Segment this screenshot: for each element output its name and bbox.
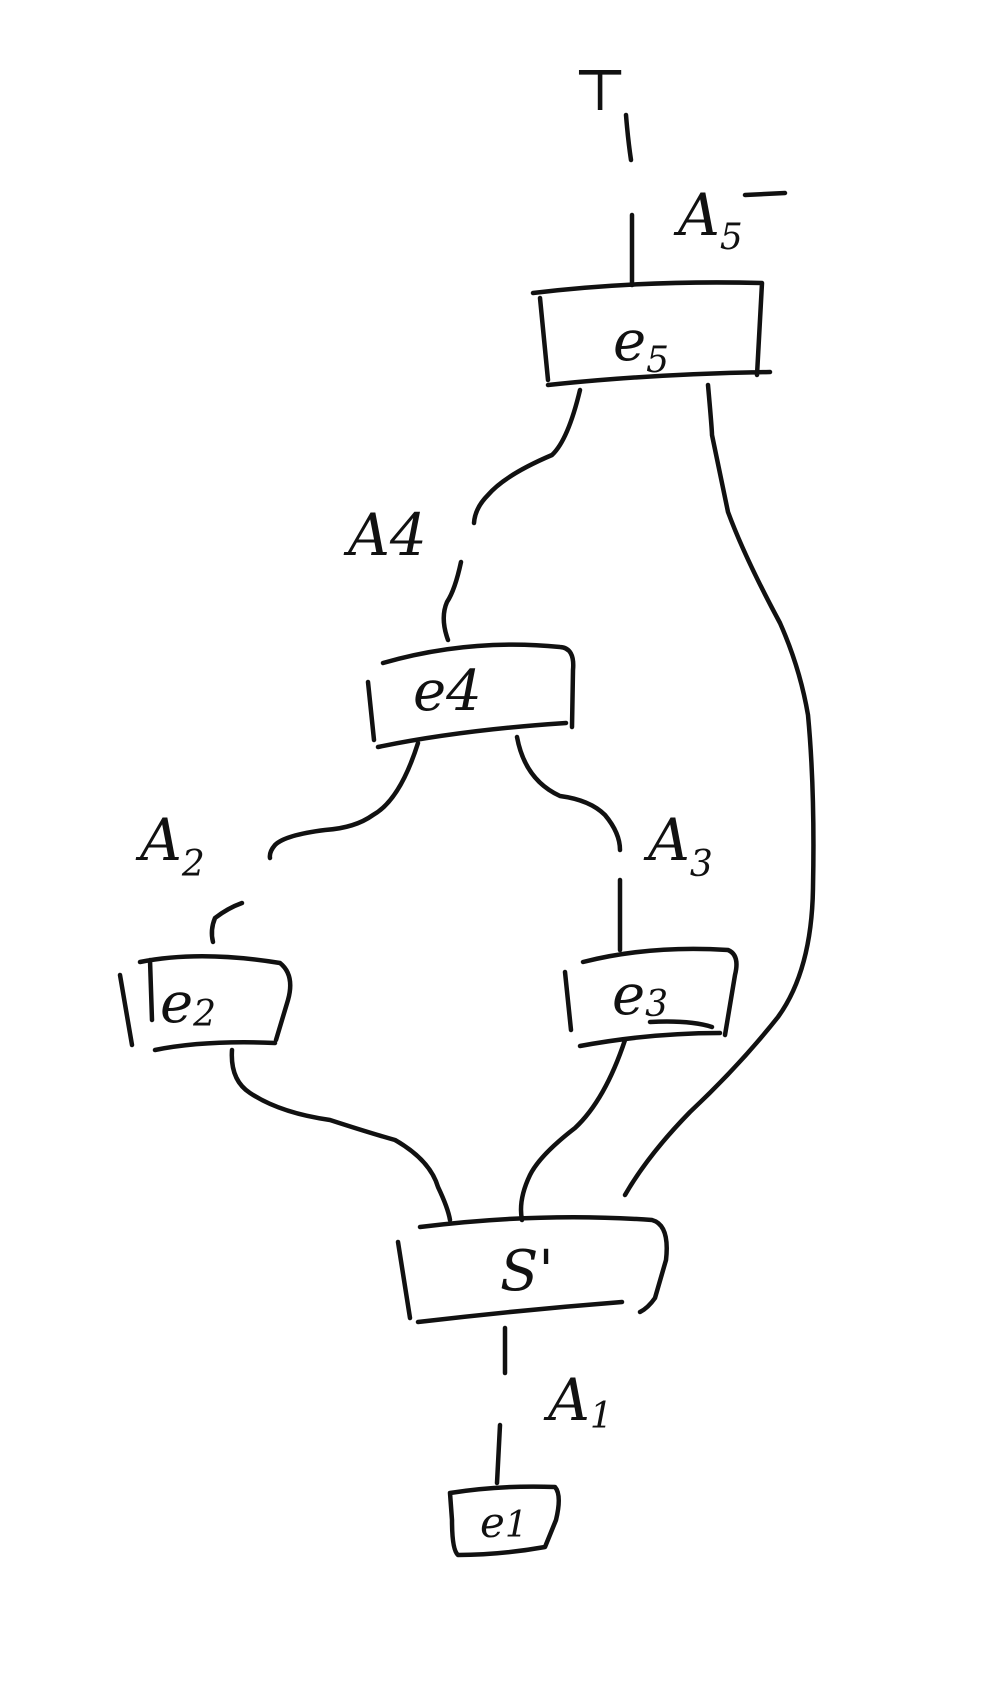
edge-a5: A5 [623, 112, 788, 288]
edge-a1: A1 [494, 1325, 613, 1486]
edge-a2-label: A2 [135, 806, 205, 885]
edge-a4-lower-line [441, 559, 464, 643]
edge-a2-upper-line [267, 740, 421, 861]
node-e2-label: e2 [160, 971, 216, 1036]
edge-a5-label: A5 [673, 181, 743, 258]
connection-sprime-e5 [622, 382, 816, 1198]
node-e5-box [530, 280, 773, 388]
node-e1: e1 [447, 1484, 561, 1558]
node-s-prime-label: S' [500, 1239, 554, 1304]
node-s-prime: S' [395, 1214, 669, 1325]
node-e2-box [117, 954, 293, 1053]
node-e3-label: e3 [612, 963, 668, 1028]
top-symbol-text: ⊤ [573, 56, 628, 124]
edge-a1-label: A1 [543, 1366, 613, 1437]
top-symbol: ⊤ [573, 56, 628, 124]
node-e3: e3 [562, 946, 739, 1049]
node-e4-label: e4 [413, 659, 482, 724]
edge-a4-label: A4 [343, 501, 427, 569]
node-e4: e4 [365, 642, 576, 750]
edge-a3: A3 [514, 734, 713, 953]
edge-a3-upper-line [514, 734, 623, 853]
connection-sprime-e3 [518, 1037, 628, 1223]
node-e1-box [447, 1484, 561, 1558]
node-e2: e2 [117, 954, 293, 1053]
edge-a2: A2 [135, 740, 421, 945]
edge-a4-upper-line [471, 387, 583, 526]
connection-sprime-e2 [229, 1047, 453, 1223]
edge-a5-dash [742, 190, 788, 198]
node-e5-label: e5 [613, 309, 669, 381]
node-s-prime-box [395, 1214, 669, 1325]
edge-a3-label: A3 [643, 806, 713, 885]
edge-a5-upper-line [623, 112, 634, 163]
edge-a4: A4 [343, 387, 583, 643]
edge-a1-lower-line [494, 1422, 503, 1486]
node-e3-box [562, 946, 739, 1049]
node-e4-box [365, 642, 576, 750]
node-e5: e5 [530, 280, 773, 388]
edge-a2-lower-line [209, 900, 245, 945]
node-e1-label: e1 [480, 1498, 528, 1547]
